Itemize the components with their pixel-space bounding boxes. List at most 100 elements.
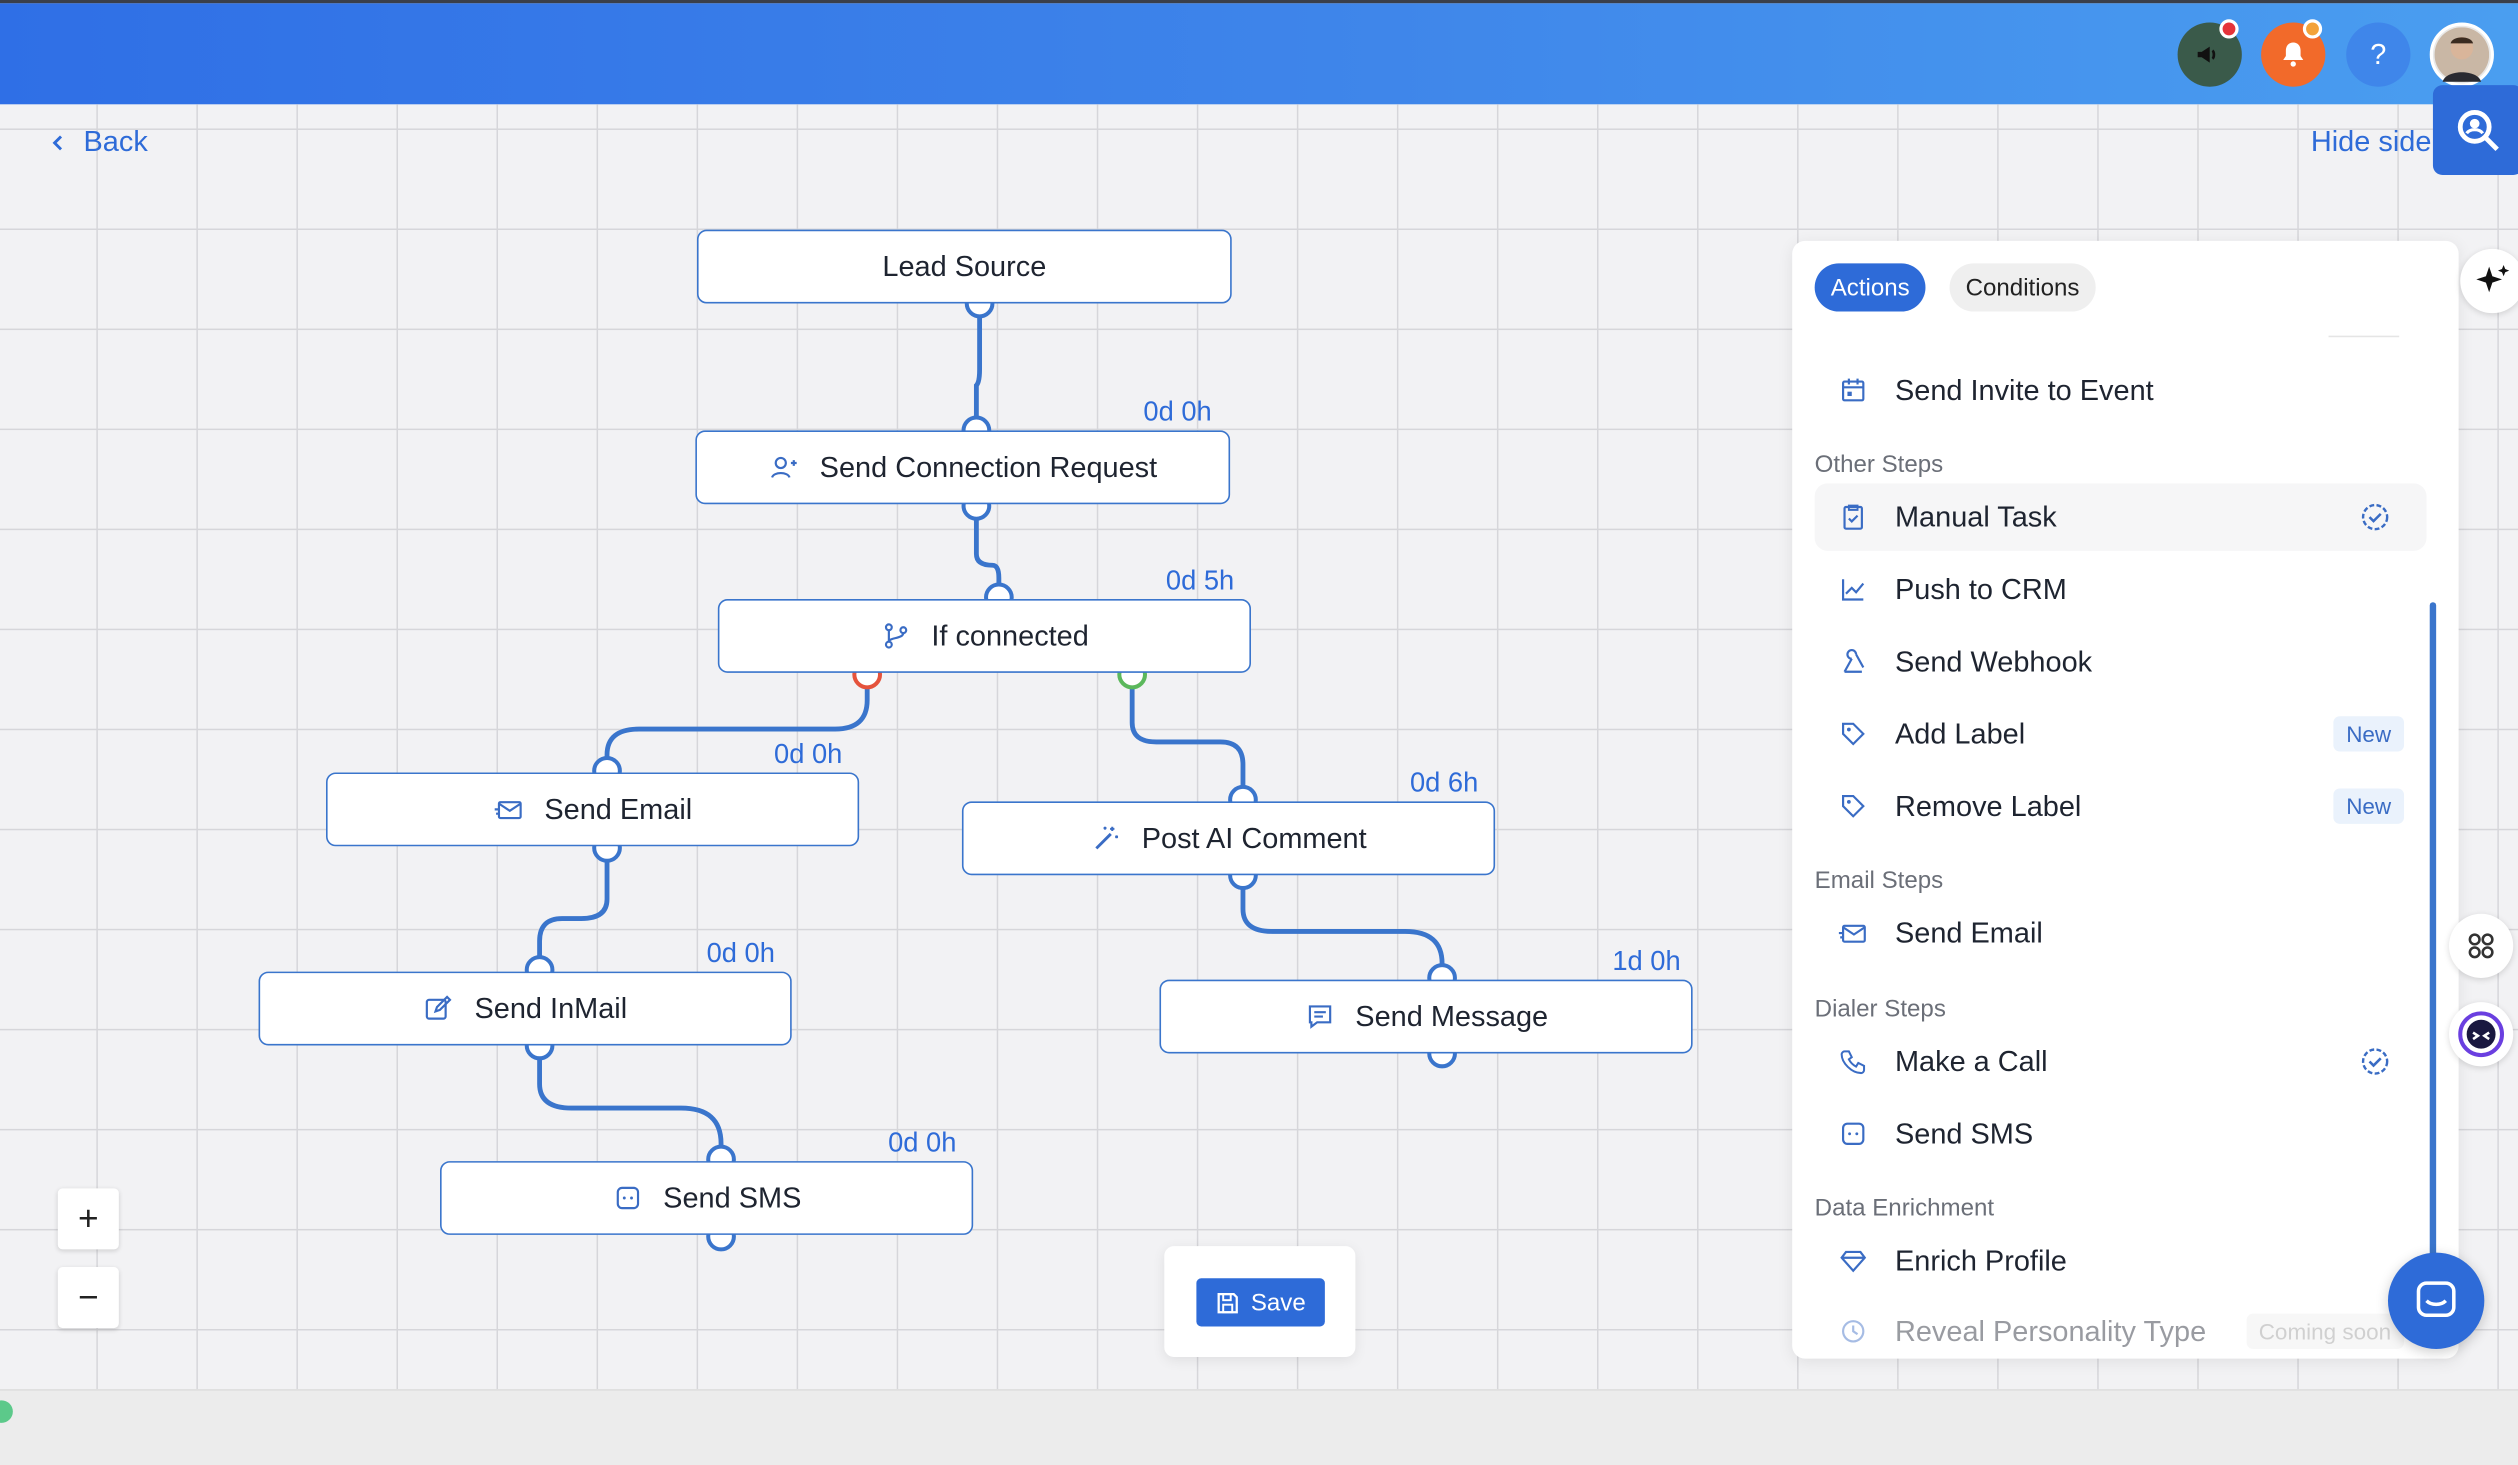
clock-icon: [1837, 1315, 1869, 1347]
command-icon: [2468, 933, 2494, 959]
node-send-connection-request[interactable]: Send Connection Request: [695, 430, 1231, 505]
panel-item-make-a-call[interactable]: Make a Call: [1815, 1028, 2427, 1095]
zoom-out-button[interactable]: −: [57, 1267, 119, 1329]
panel-item-manual-task[interactable]: Manual Task: [1814, 483, 2427, 551]
chevron-left-icon: [52, 134, 63, 150]
top-header: ?: [0, 0, 2518, 105]
delay-label[interactable]: 0d 0h: [706, 937, 775, 969]
branch-icon: [880, 620, 912, 652]
help-icon: ?: [2370, 37, 2387, 70]
node-send-sms[interactable]: Send SMS: [440, 1161, 974, 1235]
delay-label[interactable]: 0d 6h: [1409, 767, 1479, 799]
section-other-steps: Other Steps: [1814, 451, 1944, 479]
item-label: Send Invite to Event: [1894, 373, 2154, 406]
tab-conditions[interactable]: Conditions: [1949, 263, 2096, 312]
verified-badge-icon: [2359, 1045, 2391, 1077]
bell-button[interactable]: [2261, 19, 2326, 87]
new-badge: New: [2333, 716, 2405, 752]
message-icon: [1304, 1000, 1336, 1032]
delay-label[interactable]: 0d 0h: [888, 1127, 957, 1158]
delay-label[interactable]: 0d 0h: [1143, 396, 1212, 428]
panel-item-send-invite-to-event[interactable]: Send Invite to Event: [1815, 357, 2427, 424]
search-icon: [2457, 110, 2499, 152]
panel-item-reveal-personality-type: Reveal Personality Type Coming soon: [1815, 1298, 2427, 1359]
section-email-steps: Email Steps: [1814, 867, 1944, 895]
save-container: Save: [1164, 1246, 1356, 1357]
node-label: Send InMail: [474, 991, 628, 1024]
mail-icon: [1837, 917, 1869, 949]
item-label: Make a Call: [1894, 1044, 2048, 1077]
verified-badge-icon: [2359, 501, 2391, 533]
item-label: Add Label: [1894, 717, 2026, 750]
bell-icon: [2283, 42, 2304, 67]
delay-label[interactable]: 1d 0h: [1612, 945, 1681, 977]
save-button[interactable]: Save: [1196, 1278, 1325, 1327]
magic-wand-icon: [1090, 822, 1122, 854]
chat-support-button[interactable]: [2387, 1252, 2485, 1349]
node-label: If connected: [931, 619, 1089, 652]
mail-send-icon: [493, 793, 525, 825]
node-label: Send Message: [1355, 999, 1549, 1032]
section-dialer-steps: Dialer Steps: [1814, 995, 1946, 1023]
hide-side-link[interactable]: Hide side: [2310, 125, 2432, 158]
minus-icon: −: [77, 1276, 99, 1317]
sms-icon: [612, 1182, 644, 1214]
bot-face-icon: [2458, 1011, 2504, 1058]
node-label: Post AI Comment: [1141, 821, 1367, 854]
coming-soon-badge: Coming soon: [2245, 1313, 2405, 1349]
panel-item-send-webhook[interactable]: Send Webhook: [1815, 628, 2427, 695]
delay-label[interactable]: 0d 5h: [1165, 565, 1235, 596]
chat-icon: [2416, 1281, 2456, 1317]
section-data-enrichment: Data Enrichment: [1814, 1194, 1995, 1223]
panel-item-add-label[interactable]: Add Label New: [1815, 700, 2427, 767]
item-label: Send Webhook: [1894, 644, 2093, 677]
zoom-in-button[interactable]: +: [57, 1188, 119, 1250]
calendar-icon: [1837, 374, 1869, 406]
panel-item-send-sms[interactable]: Send SMS: [1815, 1100, 2427, 1167]
tab-actions[interactable]: Actions: [1814, 263, 1926, 312]
node-if-connected[interactable]: If connected: [717, 599, 1251, 673]
panel-item-push-to-crm[interactable]: Push to CRM: [1815, 556, 2427, 623]
notification-dot: [2219, 19, 2239, 39]
back-label: Back: [83, 125, 148, 158]
node-send-message[interactable]: Send Message: [1159, 979, 1693, 1054]
panel-item-enrich-profile[interactable]: Enrich Profile: [1815, 1227, 2427, 1294]
sparkle-icon: [2476, 264, 2510, 293]
tag-icon: [1837, 718, 1869, 750]
actions-panel: Actions Conditions Send Invite to Event …: [1792, 240, 2459, 1359]
node-send-inmail[interactable]: Send InMail: [258, 971, 792, 1046]
search-button[interactable]: [2432, 85, 2518, 176]
new-badge: New: [2333, 788, 2405, 824]
node-label: Lead Source: [882, 249, 1047, 282]
node-lead-source[interactable]: Lead Source: [696, 229, 1232, 304]
node-label: Send SMS: [663, 1181, 802, 1214]
ai-sparkle-button[interactable]: [2460, 248, 2518, 314]
plus-icon: +: [77, 1198, 99, 1239]
megaphone-button[interactable]: [2177, 19, 2242, 87]
node-label: Send Connection Request: [819, 450, 1158, 483]
item-label: Remove Label: [1894, 789, 2082, 822]
delay-label[interactable]: 0d 0h: [774, 738, 843, 770]
user-avatar[interactable]: [2429, 22, 2494, 87]
panel-scrollbar[interactable]: [2429, 602, 2437, 1277]
node-post-ai-comment[interactable]: Post AI Comment: [961, 801, 1496, 876]
status-dot: [0, 1400, 13, 1423]
panel-item-send-email[interactable]: Send Email: [1815, 899, 2427, 966]
help-button[interactable]: ?: [2346, 22, 2411, 87]
item-label: Manual Task: [1894, 500, 2057, 533]
save-label: Save: [1250, 1288, 1306, 1317]
node-label: Send Email: [544, 792, 693, 825]
assistant-button[interactable]: [2448, 1002, 2514, 1067]
back-link[interactable]: Back: [48, 125, 148, 159]
node-send-email[interactable]: Send Email: [325, 772, 860, 847]
sms-icon: [1837, 1118, 1869, 1150]
diamond-icon: [1837, 1245, 1869, 1277]
item-label: Enrich Profile: [1894, 1243, 2067, 1276]
notification-dot: [2302, 19, 2323, 39]
divider: [2328, 335, 2400, 338]
phone-icon: [1837, 1045, 1869, 1077]
floppy-icon: [1217, 1292, 1238, 1313]
panel-item-remove-label[interactable]: Remove Label New: [1815, 772, 2427, 839]
item-label: Push to CRM: [1894, 572, 2067, 605]
apps-button[interactable]: [2448, 913, 2514, 978]
